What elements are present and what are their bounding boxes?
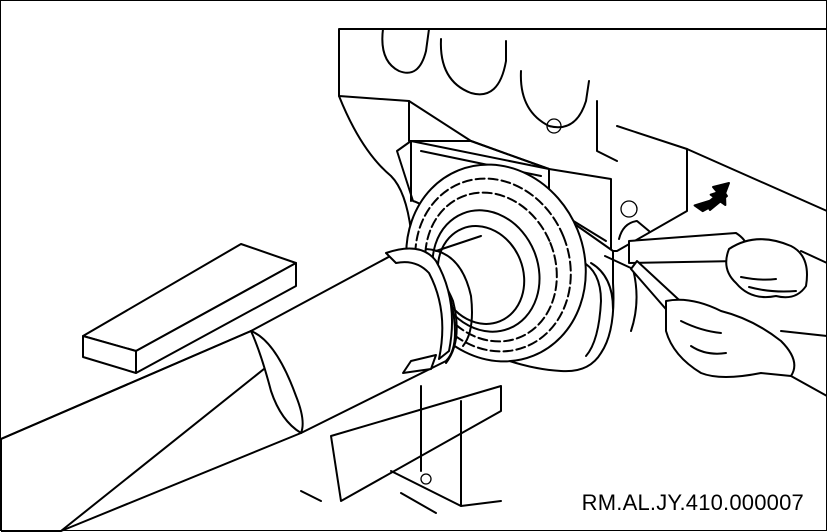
support-stand bbox=[82, 243, 502, 514]
hands-with-wrenches bbox=[618, 200, 827, 397]
drive-shaft bbox=[1, 235, 482, 532]
upward-direction-arrow bbox=[693, 182, 730, 213]
figure-reference-code: RM.AL.JY.410.000007 bbox=[581, 490, 804, 515]
